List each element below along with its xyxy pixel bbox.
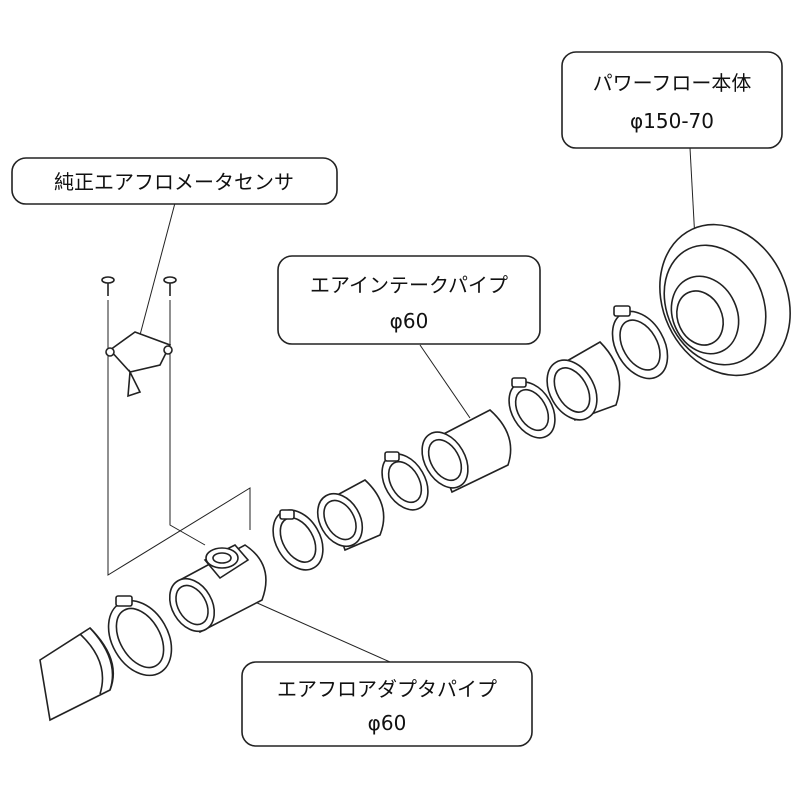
intake-pipe-size: φ60 (390, 309, 429, 333)
screw-right (163, 276, 177, 296)
callout-power-flow-body: パワーフロー本体 φ150-70 (561, 51, 783, 149)
rubber-coupler-1 (316, 479, 385, 552)
air-intake-pipe (421, 409, 512, 494)
hose-clamp-3 (381, 451, 429, 511)
screw-left (101, 276, 115, 296)
callout-intake-pipe: エアインテークパイプ φ60 (277, 255, 541, 345)
hose-clamp-2 (272, 509, 324, 571)
oem-airflow-sensor-name: 純正エアフロメータセンサ (54, 170, 294, 194)
hose-clamp-1 (107, 595, 173, 677)
leader-lines (107, 147, 696, 663)
airflow-adapter-pipe (168, 544, 267, 634)
power-flow-filter-body (659, 223, 791, 377)
reducer-coupler (546, 341, 621, 422)
intake-tube (39, 626, 114, 722)
hose-clamp-4 (508, 377, 556, 439)
callout-oem-airflow-sensor: 純正エアフロメータセンサ (11, 157, 338, 205)
hose-clamp-5 (611, 305, 669, 380)
adapter-pipe-name: エアフロアダプタパイプ (277, 677, 497, 701)
intake-pipe-name: エアインテークパイプ (310, 273, 508, 297)
power-flow-body-name: パワーフロー本体 (593, 71, 752, 95)
oem-airflow-sensor (105, 331, 173, 398)
callout-adapter-pipe: エアフロアダプタパイプ φ60 (241, 661, 533, 747)
power-flow-body-size: φ150-70 (630, 109, 714, 133)
adapter-pipe-size: φ60 (368, 711, 407, 735)
